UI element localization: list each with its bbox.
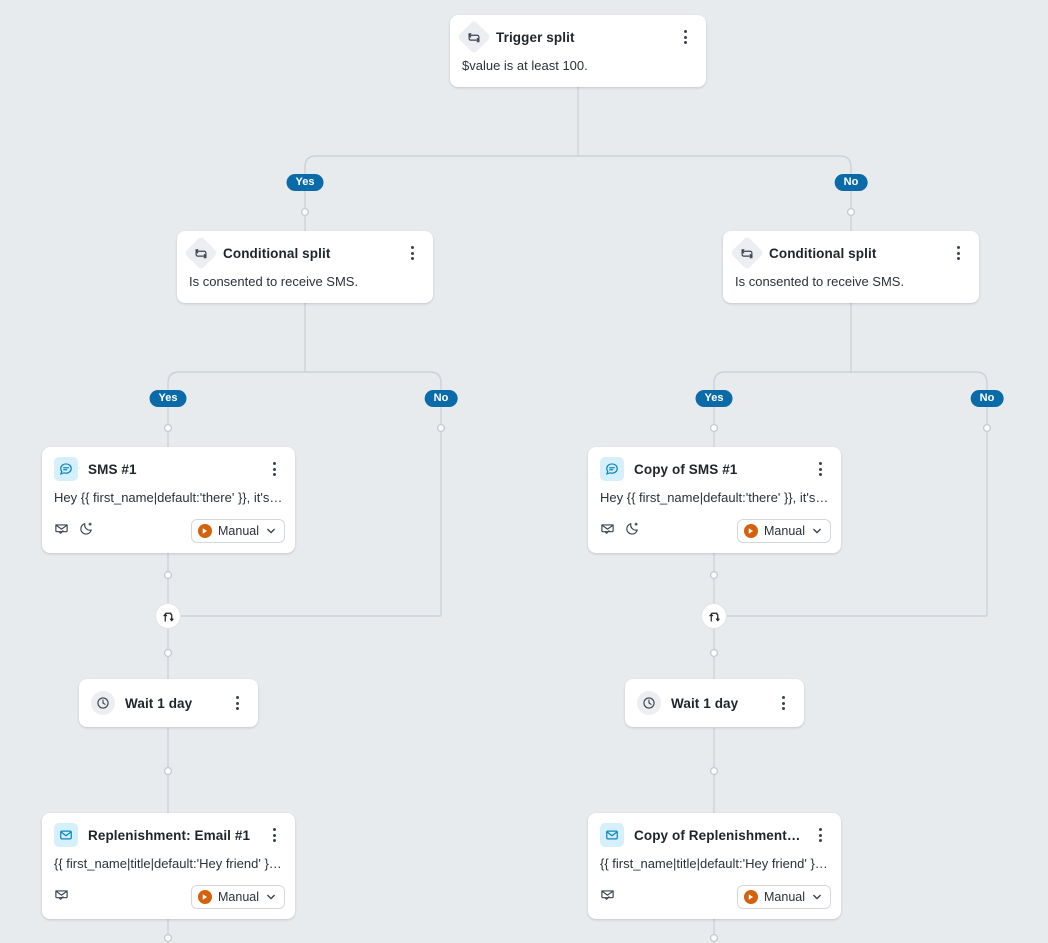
node-footer: Manual [42,884,295,919]
send-mode-label: Manual [218,889,259,904]
node-title: Conditional split [223,245,331,261]
chevron-down-icon [813,894,821,899]
node-header: Copy of Replenishment: Em... [588,813,841,855]
split-branch-icon [730,236,764,270]
node-title: Trigger split [496,29,575,45]
swap-arrows-icon-left[interactable] [155,603,181,629]
branch-label-right-yes[interactable]: Yes [695,390,733,407]
branch-label-right-no[interactable]: No [970,390,1004,407]
node-header: Trigger split [450,15,706,57]
chevron-down-icon [267,528,275,533]
envelope-check-icon [600,521,615,541]
node-title: Wait 1 day [125,695,193,711]
swap-arrows-icon-right[interactable] [701,603,727,629]
node-conditional-split-left[interactable]: Conditional split Is consented to receiv… [177,231,433,303]
node-title: Copy of Replenishment: Em... [634,827,801,843]
manual-send-icon [744,889,758,904]
more-options-icon[interactable] [403,244,421,262]
node-footer: Manual [42,518,295,553]
node-description: Hey {{ first_name|default:'there' }}, it… [600,490,841,505]
node-description: $value is at least 100. [462,58,588,73]
more-options-icon[interactable] [811,826,829,844]
envelope-check-icon [54,887,69,907]
send-mode-dropdown[interactable]: Manual [737,518,831,543]
node-header: Conditional split [723,231,979,273]
manual-send-icon [198,523,212,538]
clock-icon [91,691,115,715]
node-description: Hey {{ first_name|default:'there' }}, it… [54,490,295,505]
quiet-hours-moon-icon [79,521,94,541]
branch-label-left-no[interactable]: No [424,390,458,407]
chevron-down-icon [267,894,275,899]
node-header: Wait 1 day [625,679,804,727]
branch-label-trigger-no[interactable]: No [834,174,868,191]
node-header: SMS #1 [42,447,295,489]
node-description: {{ first_name|title|default:'Hey friend'… [600,856,841,871]
node-description: Is consented to receive SMS. [735,274,905,289]
split-branch-icon [184,236,218,270]
node-title: SMS #1 [88,461,137,477]
node-wait-left[interactable]: Wait 1 day [79,679,258,727]
send-mode-dropdown[interactable]: Manual [191,518,285,543]
node-copy-of-replenishment-email-1[interactable]: Copy of Replenishment: Em... {{ first_na… [588,813,841,919]
split-branch-icon [457,20,491,54]
node-conditional-split-right[interactable]: Conditional split Is consented to receiv… [723,231,979,303]
node-description: {{ first_name|title|default:'Hey friend'… [54,856,295,871]
node-wait-right[interactable]: Wait 1 day [625,679,804,727]
more-options-icon[interactable] [265,460,283,478]
node-title: Copy of SMS #1 [634,461,738,477]
manual-send-icon [744,523,758,538]
node-title: Conditional split [769,245,877,261]
branch-label-trigger-yes[interactable]: Yes [286,174,324,191]
branch-label-left-yes[interactable]: Yes [149,390,187,407]
more-options-icon[interactable] [774,694,792,712]
node-description: Is consented to receive SMS. [189,274,359,289]
node-title: Wait 1 day [671,695,739,711]
more-options-icon[interactable] [265,826,283,844]
manual-send-icon [198,889,212,904]
node-header: Copy of SMS #1 [588,447,841,489]
send-mode-label: Manual [764,889,805,904]
more-options-icon[interactable] [676,28,694,46]
node-title: Replenishment: Email #1 [88,827,251,843]
node-sms-1[interactable]: SMS #1 Hey {{ first_name|default:'there'… [42,447,295,553]
send-mode-label: Manual [218,523,259,538]
node-copy-of-sms-1[interactable]: Copy of SMS #1 Hey {{ first_name|default… [588,447,841,553]
node-footer: Manual [588,518,841,553]
send-mode-label: Manual [764,523,805,538]
envelope-icon [54,823,78,847]
more-options-icon[interactable] [949,244,967,262]
send-mode-dropdown[interactable]: Manual [191,884,285,909]
sms-bubble-icon [600,457,624,481]
node-header: Conditional split [177,231,433,273]
sms-bubble-icon [54,457,78,481]
node-trigger-split[interactable]: Trigger split $value is at least 100. [450,15,706,87]
node-replenishment-email-1[interactable]: Replenishment: Email #1 {{ first_name|ti… [42,813,295,919]
more-options-icon[interactable] [228,694,246,712]
envelope-check-icon [54,521,69,541]
envelope-check-icon [600,887,615,907]
node-header: Replenishment: Email #1 [42,813,295,855]
quiet-hours-moon-icon [625,521,640,541]
more-options-icon[interactable] [811,460,829,478]
send-mode-dropdown[interactable]: Manual [737,884,831,909]
clock-icon [637,691,661,715]
envelope-icon [600,823,624,847]
node-footer: Manual [588,884,841,919]
node-header: Wait 1 day [79,679,258,727]
chevron-down-icon [813,528,821,533]
